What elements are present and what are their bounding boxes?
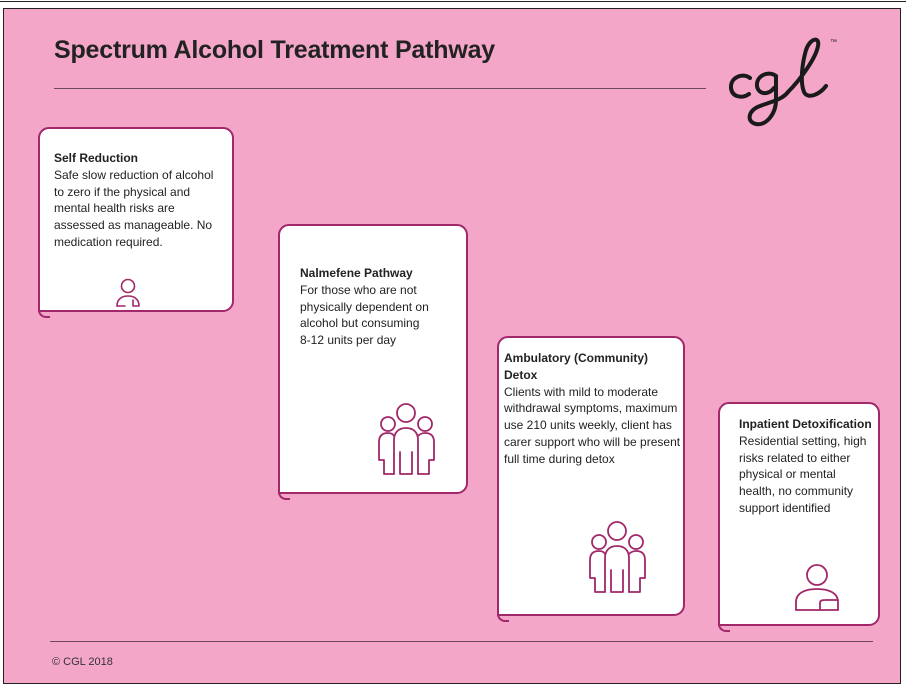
card-title: Nalmefene Pathway — [300, 266, 413, 280]
top-border-line — [0, 1, 906, 2]
card-inpatient-detoxification — [718, 402, 880, 632]
trademark-mark: ™ — [830, 39, 837, 46]
card-title: Inpatient Detoxification — [739, 417, 872, 431]
footer-divider — [50, 641, 873, 642]
card-self-reduction — [38, 127, 234, 318]
card-nalmefene-pathway-text: Nalmefene Pathway For those who are not … — [300, 265, 432, 349]
card-body: Residential setting, high risks related … — [739, 433, 867, 515]
page-title: Spectrum Alcohol Treatment Pathway — [54, 36, 495, 64]
card-title: Ambulatory (Community) Detox — [504, 351, 648, 382]
card-curl — [718, 620, 730, 632]
card-body: Clients with mild to moderate withdrawal… — [504, 384, 681, 466]
card-self-reduction-text: Self Reduction Safe slow reduction of al… — [54, 150, 224, 251]
card-ambulatory-detox — [497, 336, 685, 622]
card-title: Self Reduction — [54, 151, 139, 165]
card-ambulatory-detox-text: Ambulatory (Community) Detox Clients wit… — [504, 350, 682, 468]
title-divider — [54, 88, 706, 89]
group-people-icon — [378, 403, 435, 475]
card-body: Safe slow reduction of alcohol to zero i… — [54, 167, 214, 249]
cgl-logo: ™ — [729, 37, 837, 127]
copyright-text: © CGL 2018 — [52, 656, 113, 668]
card-nalmefene-pathway — [278, 224, 468, 500]
card-curl — [497, 610, 509, 622]
card-curl — [38, 306, 50, 318]
card-curl — [278, 488, 290, 500]
group-people-icon — [589, 521, 646, 593]
single-person-icon — [116, 278, 140, 307]
card-body: For those who are not physically depende… — [300, 282, 429, 348]
person-at-desk-icon — [795, 564, 839, 611]
card-inpatient-detoxification-text: Inpatient Detoxification Residential set… — [739, 416, 875, 517]
